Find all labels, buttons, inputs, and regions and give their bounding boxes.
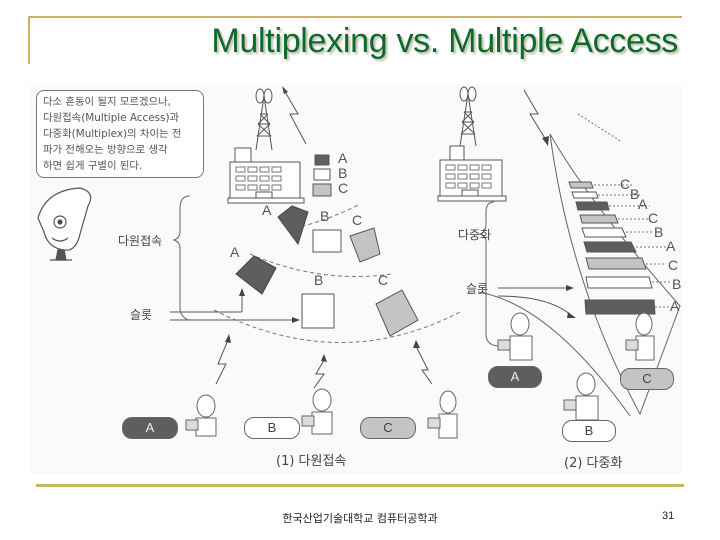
slot-label-c1: C [620,176,631,192]
slot-label-c2: C [648,210,659,226]
bubble-line: 파가 전해오는 방향으로 생각 [43,144,168,156]
slot-label-a1: A [638,196,648,212]
caption-multiple-access: (1) 다원접속 [276,454,347,469]
illustration-figure: 다소 혼동이 될지 모르겠으나, 다원접속(Multiple Access)과 … [30,84,682,474]
row2-label-b: B [314,272,324,288]
legend-label-b: B [338,165,348,181]
bubble-line: 다소 혼동이 될지 모르겠으나, [43,96,171,108]
user-figure-icon [185,388,458,439]
legend-label-a: A [338,150,348,166]
multiple-access-brace-label: 다원접속 [118,234,163,248]
slot-label-left: 슬롯 [130,308,153,322]
user-pill-a-right: A [488,366,542,388]
user-pill-c-right: C [620,368,674,390]
row2-label-a: A [230,244,240,260]
user-pill-b-right: B [562,420,616,442]
title-top-rule [28,16,682,18]
professor-character-icon [37,187,92,261]
base-station-icon [227,88,305,204]
slot-label-b2: B [654,224,664,240]
bubble-line: 다원접속(Multiple Access)과 [43,112,180,124]
row1-label-b: B [320,208,330,224]
footer-institution: 한국산업기술대학교 컴퓨터공학과 [282,512,438,525]
multiplex-slot-stack [568,181,656,315]
legend-label-c: C [338,180,349,196]
slide-title: Multiplexing vs. Multiple Access [211,22,678,60]
slot-label-b3: B [672,276,682,292]
multiplexing-brace-label: 다중화 [458,228,492,242]
slot-label-c3: C [668,257,679,273]
page-number: 31 [662,510,675,522]
title-frame [28,16,682,64]
bubble-line: 하면 쉽게 구별이 된다. [43,160,143,172]
speech-bubble: 다소 혼동이 될지 모르겠으나, 다원접속(Multiple Access)과 … [36,90,204,178]
slot-label-a3: A [670,298,680,314]
row2-label-c: C [378,272,389,288]
title-left-rule [28,16,30,64]
user-pill-c: C [360,417,416,439]
bubble-line: 다중화(Multiplex)의 차이는 전 [43,128,182,140]
row1-label-c: C [352,212,363,228]
slot-label-b1: B [630,186,640,202]
diagram-graphics [37,86,681,439]
user-pill-a: A [122,417,178,439]
user-pill-b: B [244,417,300,439]
row1-label-a: A [262,202,272,218]
slot-label-right: 슬롯 [466,282,489,296]
signal-bolt-icon [283,89,307,145]
slot-label-a2: A [666,238,676,254]
caption-multiplexing: (2) 다중화 [564,456,623,471]
footer-rule [36,484,684,487]
